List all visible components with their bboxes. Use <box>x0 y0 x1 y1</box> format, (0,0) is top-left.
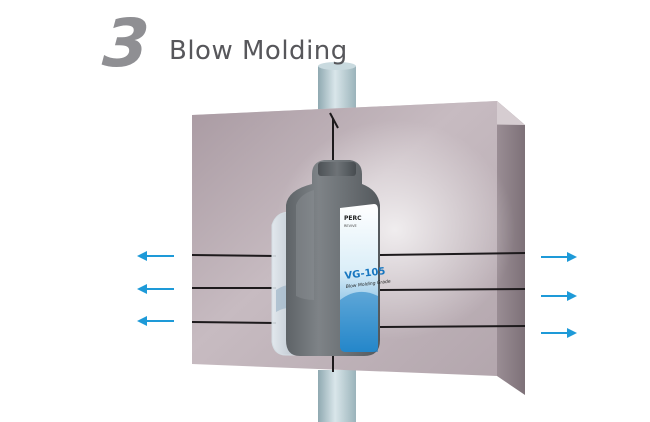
step-title: Blow Molding <box>169 36 348 66</box>
arrow-right-icon <box>541 291 577 301</box>
arrow-right-icon <box>541 252 577 262</box>
lower-pipe <box>318 370 356 422</box>
mold-top-seam <box>329 112 339 129</box>
arrow-left-icon <box>137 316 174 326</box>
mold-split-line <box>191 321 277 324</box>
label-brand-sub: REVIVE <box>344 224 357 228</box>
mold-split-line <box>379 252 526 256</box>
arrow-left-icon <box>137 284 174 294</box>
bottle-label-wave <box>340 291 378 352</box>
arrow-right-icon <box>541 328 577 338</box>
arrow-left-icon <box>137 251 174 261</box>
mold-split-line <box>379 288 526 291</box>
bottle-highlight <box>296 190 314 300</box>
step-number: 3 <box>100 5 152 82</box>
mold-split-line <box>191 254 277 257</box>
bottle-cap <box>318 162 356 176</box>
mold-split-line <box>379 325 526 328</box>
label-subtitle: Blow Molding Grade <box>346 279 392 290</box>
label-brand: PERC <box>344 215 362 222</box>
upper-pipe-top <box>318 62 356 70</box>
label-product: VG-105 <box>344 266 386 282</box>
